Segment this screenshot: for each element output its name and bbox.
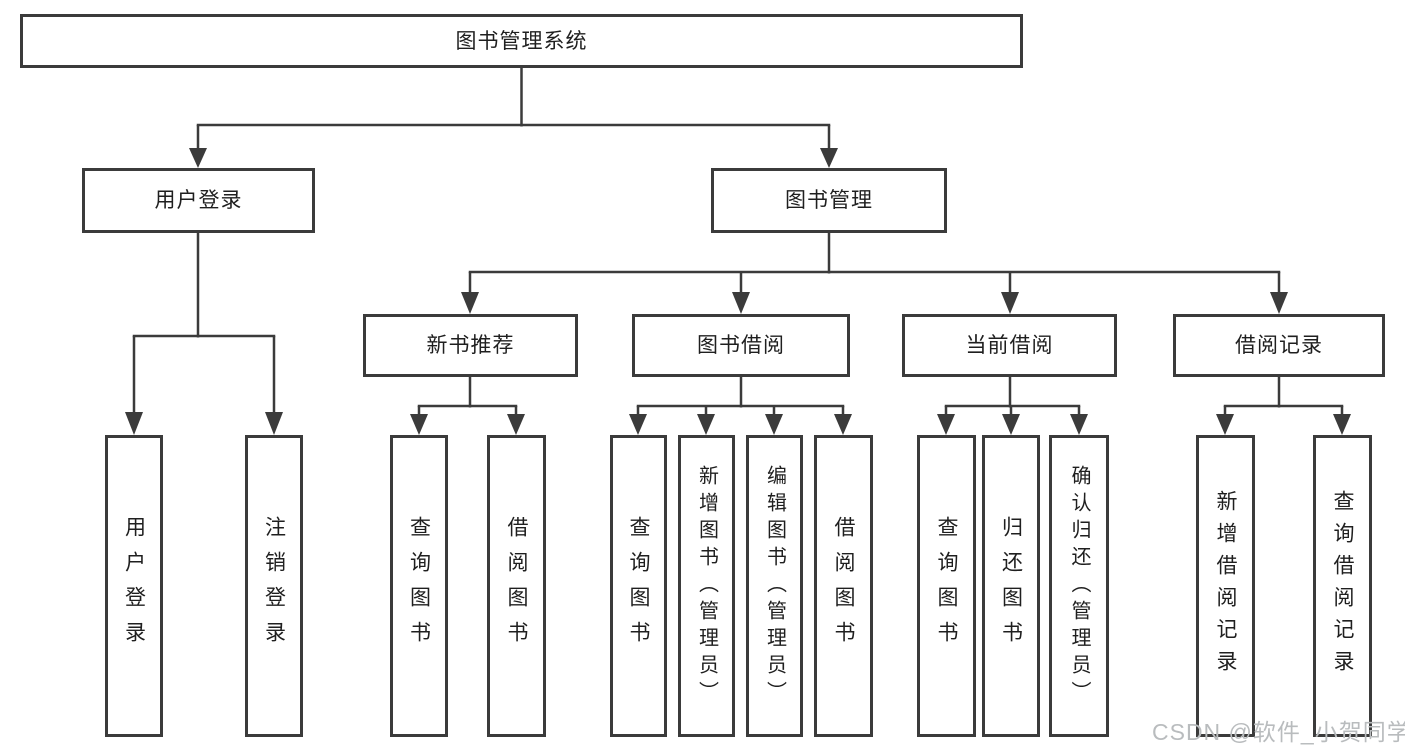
csdn-watermark: CSDN @软件_小贺同学 [1152, 719, 1405, 745]
connector-book-borrow-branch [629, 377, 852, 435]
node-leaf-query-books-current: 查询图书 [917, 435, 976, 737]
node-book-borrow: 图书借阅 [632, 314, 850, 377]
node-leaf-query-books-recommend: 查询图书 [390, 435, 448, 737]
connector-user-login-branch [125, 233, 283, 435]
node-leaf-confirm-return-admin: 确认归还（管理员） [1049, 435, 1109, 737]
node-book-management: 图书管理 [711, 168, 947, 233]
node-leaf-return-books: 归还图书 [982, 435, 1040, 737]
node-borrow-records: 借阅记录 [1173, 314, 1385, 377]
connector-borrow-records-branch [1216, 377, 1351, 435]
node-leaf-edit-books-admin: 编辑图书（管理员） [746, 435, 803, 737]
connector-new-book-branch [410, 377, 525, 435]
node-leaf-query-borrow-record: 查询借阅记录 [1313, 435, 1372, 737]
node-leaf-borrow-books-recommend: 借阅图书 [487, 435, 546, 737]
node-leaf-logout: 注销登录 [245, 435, 303, 737]
node-current-borrow: 当前借阅 [902, 314, 1117, 377]
connector-root-to-level2 [189, 68, 838, 168]
connector-book-management-branch [461, 233, 1288, 314]
node-user-login: 用户登录 [82, 168, 315, 233]
node-leaf-add-books-admin: 新增图书（管理员） [678, 435, 735, 737]
connector-current-borrow-branch [937, 377, 1088, 435]
node-leaf-query-books-borrow: 查询图书 [610, 435, 667, 737]
node-leaf-borrow-books: 借阅图书 [814, 435, 873, 737]
node-root: 图书管理系统 [20, 14, 1023, 68]
node-leaf-add-borrow-record: 新增借阅记录 [1196, 435, 1255, 737]
node-new-book-recommend: 新书推荐 [363, 314, 578, 377]
node-leaf-user-login: 用户登录 [105, 435, 163, 737]
